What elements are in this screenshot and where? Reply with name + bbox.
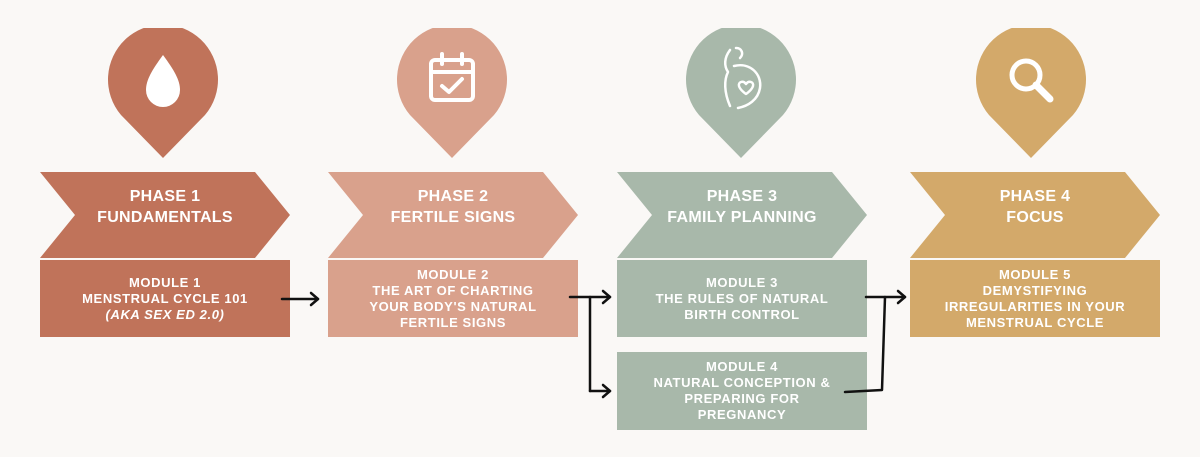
module-1-line-2: (AKA SEX ED 2.0): [105, 306, 225, 322]
arrow-m3-m4-to-m5: [843, 289, 907, 394]
module-1-line-1: MENSTRUAL CYCLE 101: [82, 290, 248, 306]
phase-4-chevron: PHASE 4 FOCUS: [910, 172, 1160, 258]
phase-2-pin: [397, 28, 507, 158]
module-5-box: MODULE 5 DEMYSTIFYING IRREGULARITIES IN …: [910, 260, 1160, 337]
module-5-title: MODULE 5: [999, 266, 1071, 282]
module-4-title: MODULE 4: [706, 359, 778, 374]
module-2-line-2: YOUR BODY'S NATURAL: [369, 298, 537, 314]
phase-1-chevron: PHASE 1 FUNDAMENTALS: [40, 172, 290, 258]
phase-1-name: FUNDAMENTALS: [97, 209, 233, 226]
phase-4-name: FOCUS: [1006, 209, 1064, 226]
module-3-title: MODULE 3: [706, 274, 778, 290]
module-3-line-2: BIRTH CONTROL: [684, 306, 800, 322]
phase-3-name: FAMILY PLANNING: [667, 209, 817, 226]
module-4-line-3: PREGNANCY: [697, 407, 787, 422]
module-3-line-1: THE RULES OF NATURAL: [655, 290, 829, 306]
module-5-line-2: IRREGULARITIES IN YOUR: [944, 298, 1126, 314]
phase-3-pin: [686, 28, 796, 158]
module-2-box: MODULE 2 THE ART OF CHARTING YOUR BODY'S…: [328, 260, 578, 337]
module-2-title: MODULE 2: [417, 266, 489, 282]
pregnancy-heart-icon: [724, 46, 762, 110]
phase-2-chevron: PHASE 2 FERTILE SIGNS: [328, 172, 578, 258]
module-4-line-1: NATURAL CONCEPTION &: [653, 375, 831, 390]
calendar-check-icon: [429, 52, 475, 102]
phase-4-title: PHASE 4: [999, 188, 1071, 205]
module-3-box: MODULE 3 THE RULES OF NATURAL BIRTH CONT…: [617, 260, 867, 337]
module-5-line-3: MENSTRUAL CYCLE: [965, 314, 1105, 330]
phase-1-pin: [108, 28, 218, 158]
phase-4-pin: [976, 28, 1086, 158]
arrow-m1-to-m2: [280, 291, 320, 307]
magnifier-icon: [1009, 58, 1054, 103]
phase-3-chevron: PHASE 3 FAMILY PLANNING: [617, 172, 867, 258]
module-4-line-2: PREPARING FOR: [684, 391, 800, 406]
water-drop-icon: [146, 55, 180, 107]
module-4-box: MODULE 4 NATURAL CONCEPTION & PREPARING …: [617, 352, 867, 430]
phase-1-title: PHASE 1: [129, 188, 201, 205]
module-1-title: MODULE 1: [129, 274, 201, 290]
module-2-line-3: FERTILE SIGNS: [399, 314, 507, 330]
phase-2-title: PHASE 2: [417, 188, 489, 205]
phase-3-title: PHASE 3: [706, 188, 778, 205]
module-5-line-1: DEMYSTIFYING: [982, 282, 1088, 298]
module-1-box: MODULE 1 MENSTRUAL CYCLE 101 (AKA SEX ED…: [40, 260, 290, 337]
module-2-line-1: THE ART OF CHARTING: [372, 282, 534, 298]
phase-2-name: FERTILE SIGNS: [390, 209, 516, 226]
arrow-m2-to-m3-m4: [568, 289, 612, 399]
